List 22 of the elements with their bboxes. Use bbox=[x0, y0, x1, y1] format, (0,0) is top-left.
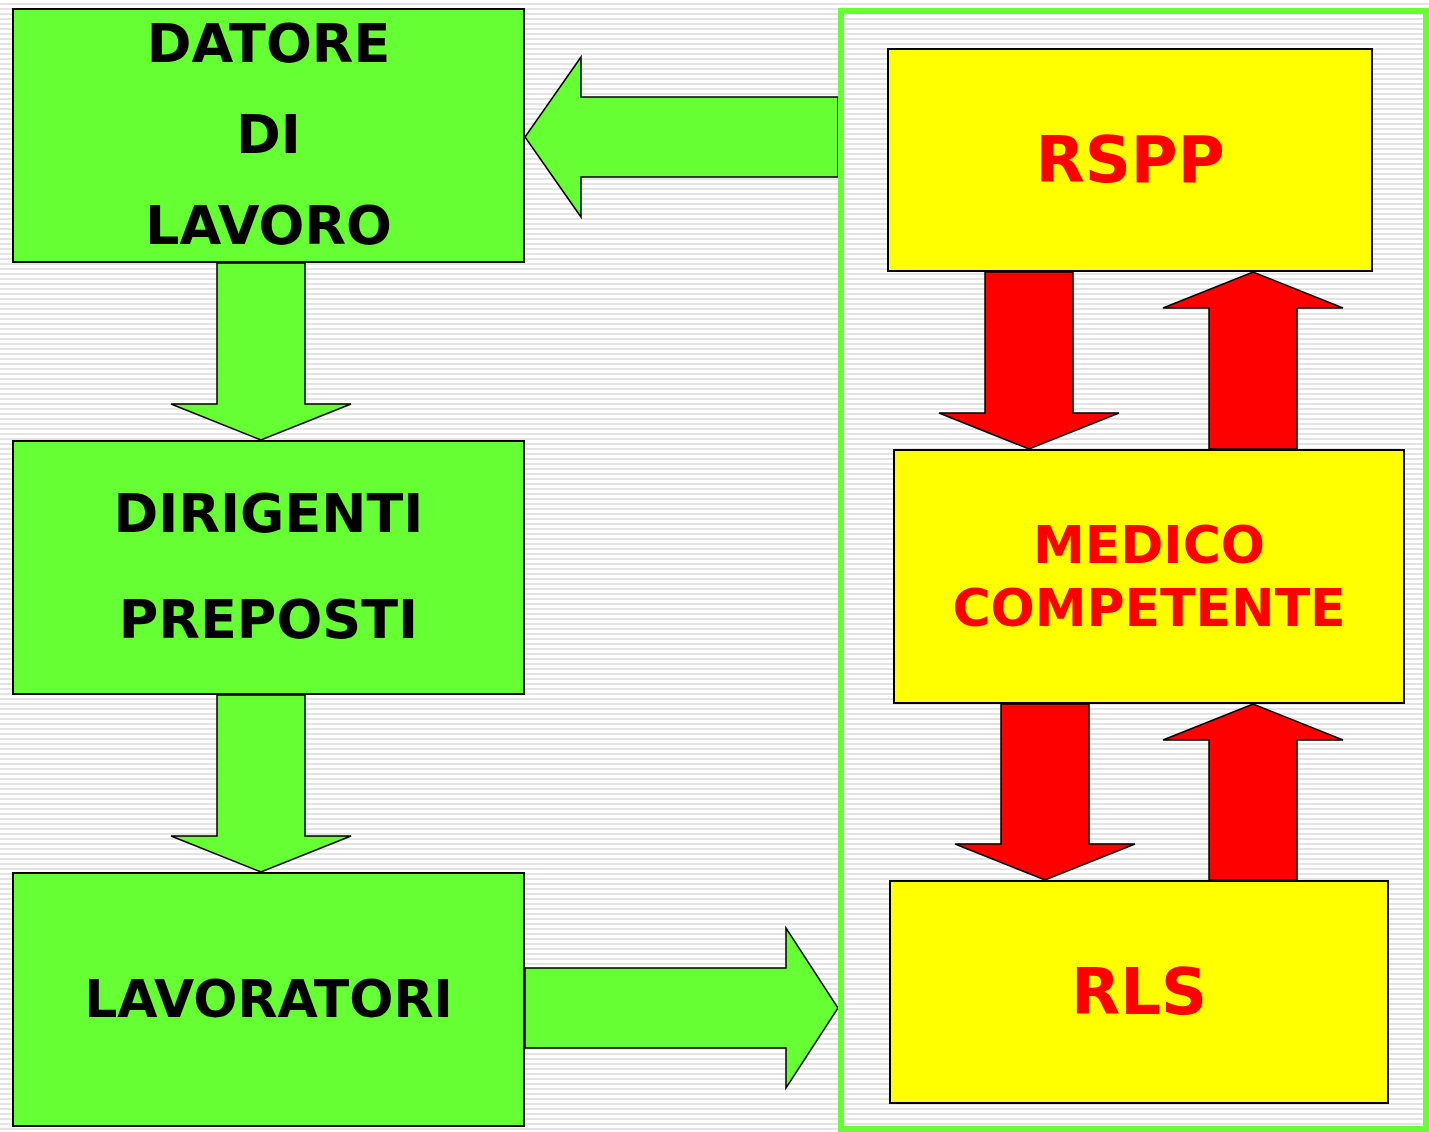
block-arrow bbox=[170, 694, 352, 873]
role-label: LAVORATORI bbox=[84, 968, 453, 1031]
block-arrow bbox=[524, 54, 839, 220]
role-box bbox=[889, 880, 1389, 1104]
role-box bbox=[887, 48, 1373, 272]
role-label: RSPP bbox=[1035, 121, 1225, 199]
block-arrow bbox=[1162, 271, 1344, 450]
block-arrow bbox=[938, 271, 1120, 450]
role-box bbox=[12, 8, 525, 263]
group-panel bbox=[838, 8, 1429, 1132]
block-arrow bbox=[170, 262, 352, 441]
role-box bbox=[12, 872, 525, 1127]
role-label: DIRIGENTI bbox=[113, 482, 424, 548]
role-box bbox=[12, 440, 525, 695]
role-label: PREPOSTI bbox=[118, 587, 419, 653]
role-box bbox=[893, 449, 1405, 704]
block-arrow bbox=[1162, 703, 1344, 881]
role-label: DATORE DI LAVORO bbox=[144, 11, 393, 259]
role-label: MEDICO COMPETENTE bbox=[951, 514, 1347, 639]
block-arrow bbox=[954, 703, 1136, 881]
role-label: RLS bbox=[1070, 953, 1208, 1031]
block-arrow bbox=[524, 925, 839, 1091]
